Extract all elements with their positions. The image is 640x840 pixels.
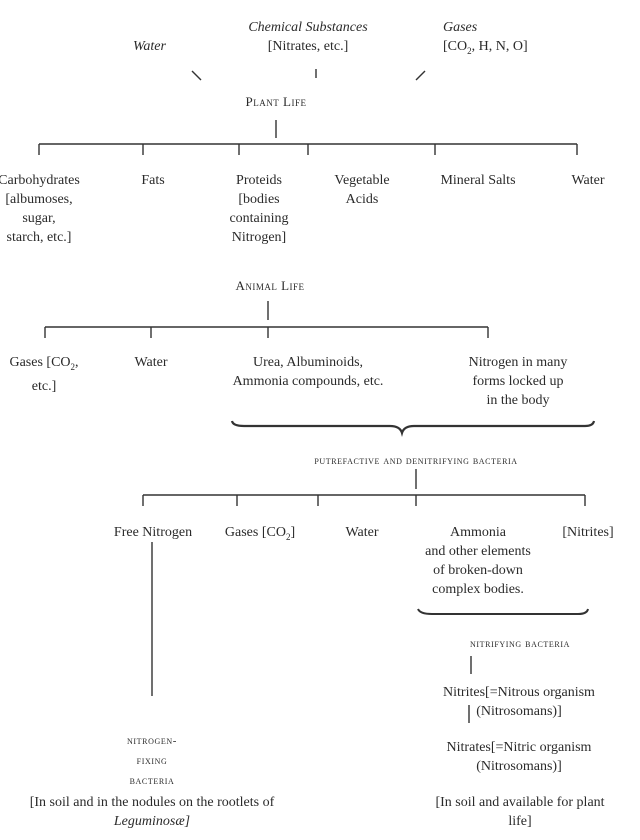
putrefactive-water: Water [345,525,379,540]
input-gases-detail: [CO2, H, N, O] [443,39,528,56]
plant-carbohydrates: Carbohydrates [albumoses, sugar, starch,… [0,173,80,245]
putrefactive-nitrites: [Nitrites] [562,525,614,540]
plant-mineral-salts: Mineral Salts [440,173,516,188]
input-chemical-title: Chemical Substances [248,20,368,35]
plant-vegetable-acids: Vegetable Acids [334,173,390,207]
animal-gases: Gases [CO2, etc.] [9,355,79,394]
gases-arrow [415,70,426,81]
animal-urea: Urea, Albuminoids, Ammonia compounds, et… [232,355,384,389]
ammonia-brace [417,608,589,615]
nitrifying-title: nitrifying bacteria [470,638,570,650]
putrefactive-gases: Gases [CO2] [224,525,296,542]
animal-water: Water [134,355,168,370]
plant-life-title: Plant Life [245,94,307,109]
plant-proteids: Proteids [bodies containing Nitrogen] [229,173,289,245]
nitrogen-fixing-title: nitrogen- fixing bacteria [127,735,177,787]
nitrogen-fixing-note: [In soil and in the nodules on the rootl… [29,795,275,829]
plant-fats: Fats [141,173,165,188]
nitrifying-note: [In soil and available for plant life] [435,795,605,829]
water-arrow [191,70,202,81]
animal-life-title: Animal Life [235,278,305,293]
nitrifying-nitrites: Nitrites[=Nitrous organism (Nitrosomans)… [443,685,595,719]
putrefactive-title: putrefactive and denitrifying bacteria [314,455,518,467]
putrefactive-free-nitrogen: Free Nitrogen [113,525,193,540]
putrefactive-ammonia: Ammonia and other elements of broken-dow… [425,525,531,597]
input-water: Water [133,39,166,54]
animal-nitrogen: Nitrogen in many forms locked up in the … [468,355,568,408]
animal-brace [230,420,596,437]
nitrifying-nitrates: Nitrates[=Nitric organism (Nitrosomans)] [446,740,592,774]
plant-water: Water [571,173,605,188]
input-gases-title: Gases [443,20,478,35]
input-chemical-detail: [Nitrates, etc.] [267,39,349,54]
